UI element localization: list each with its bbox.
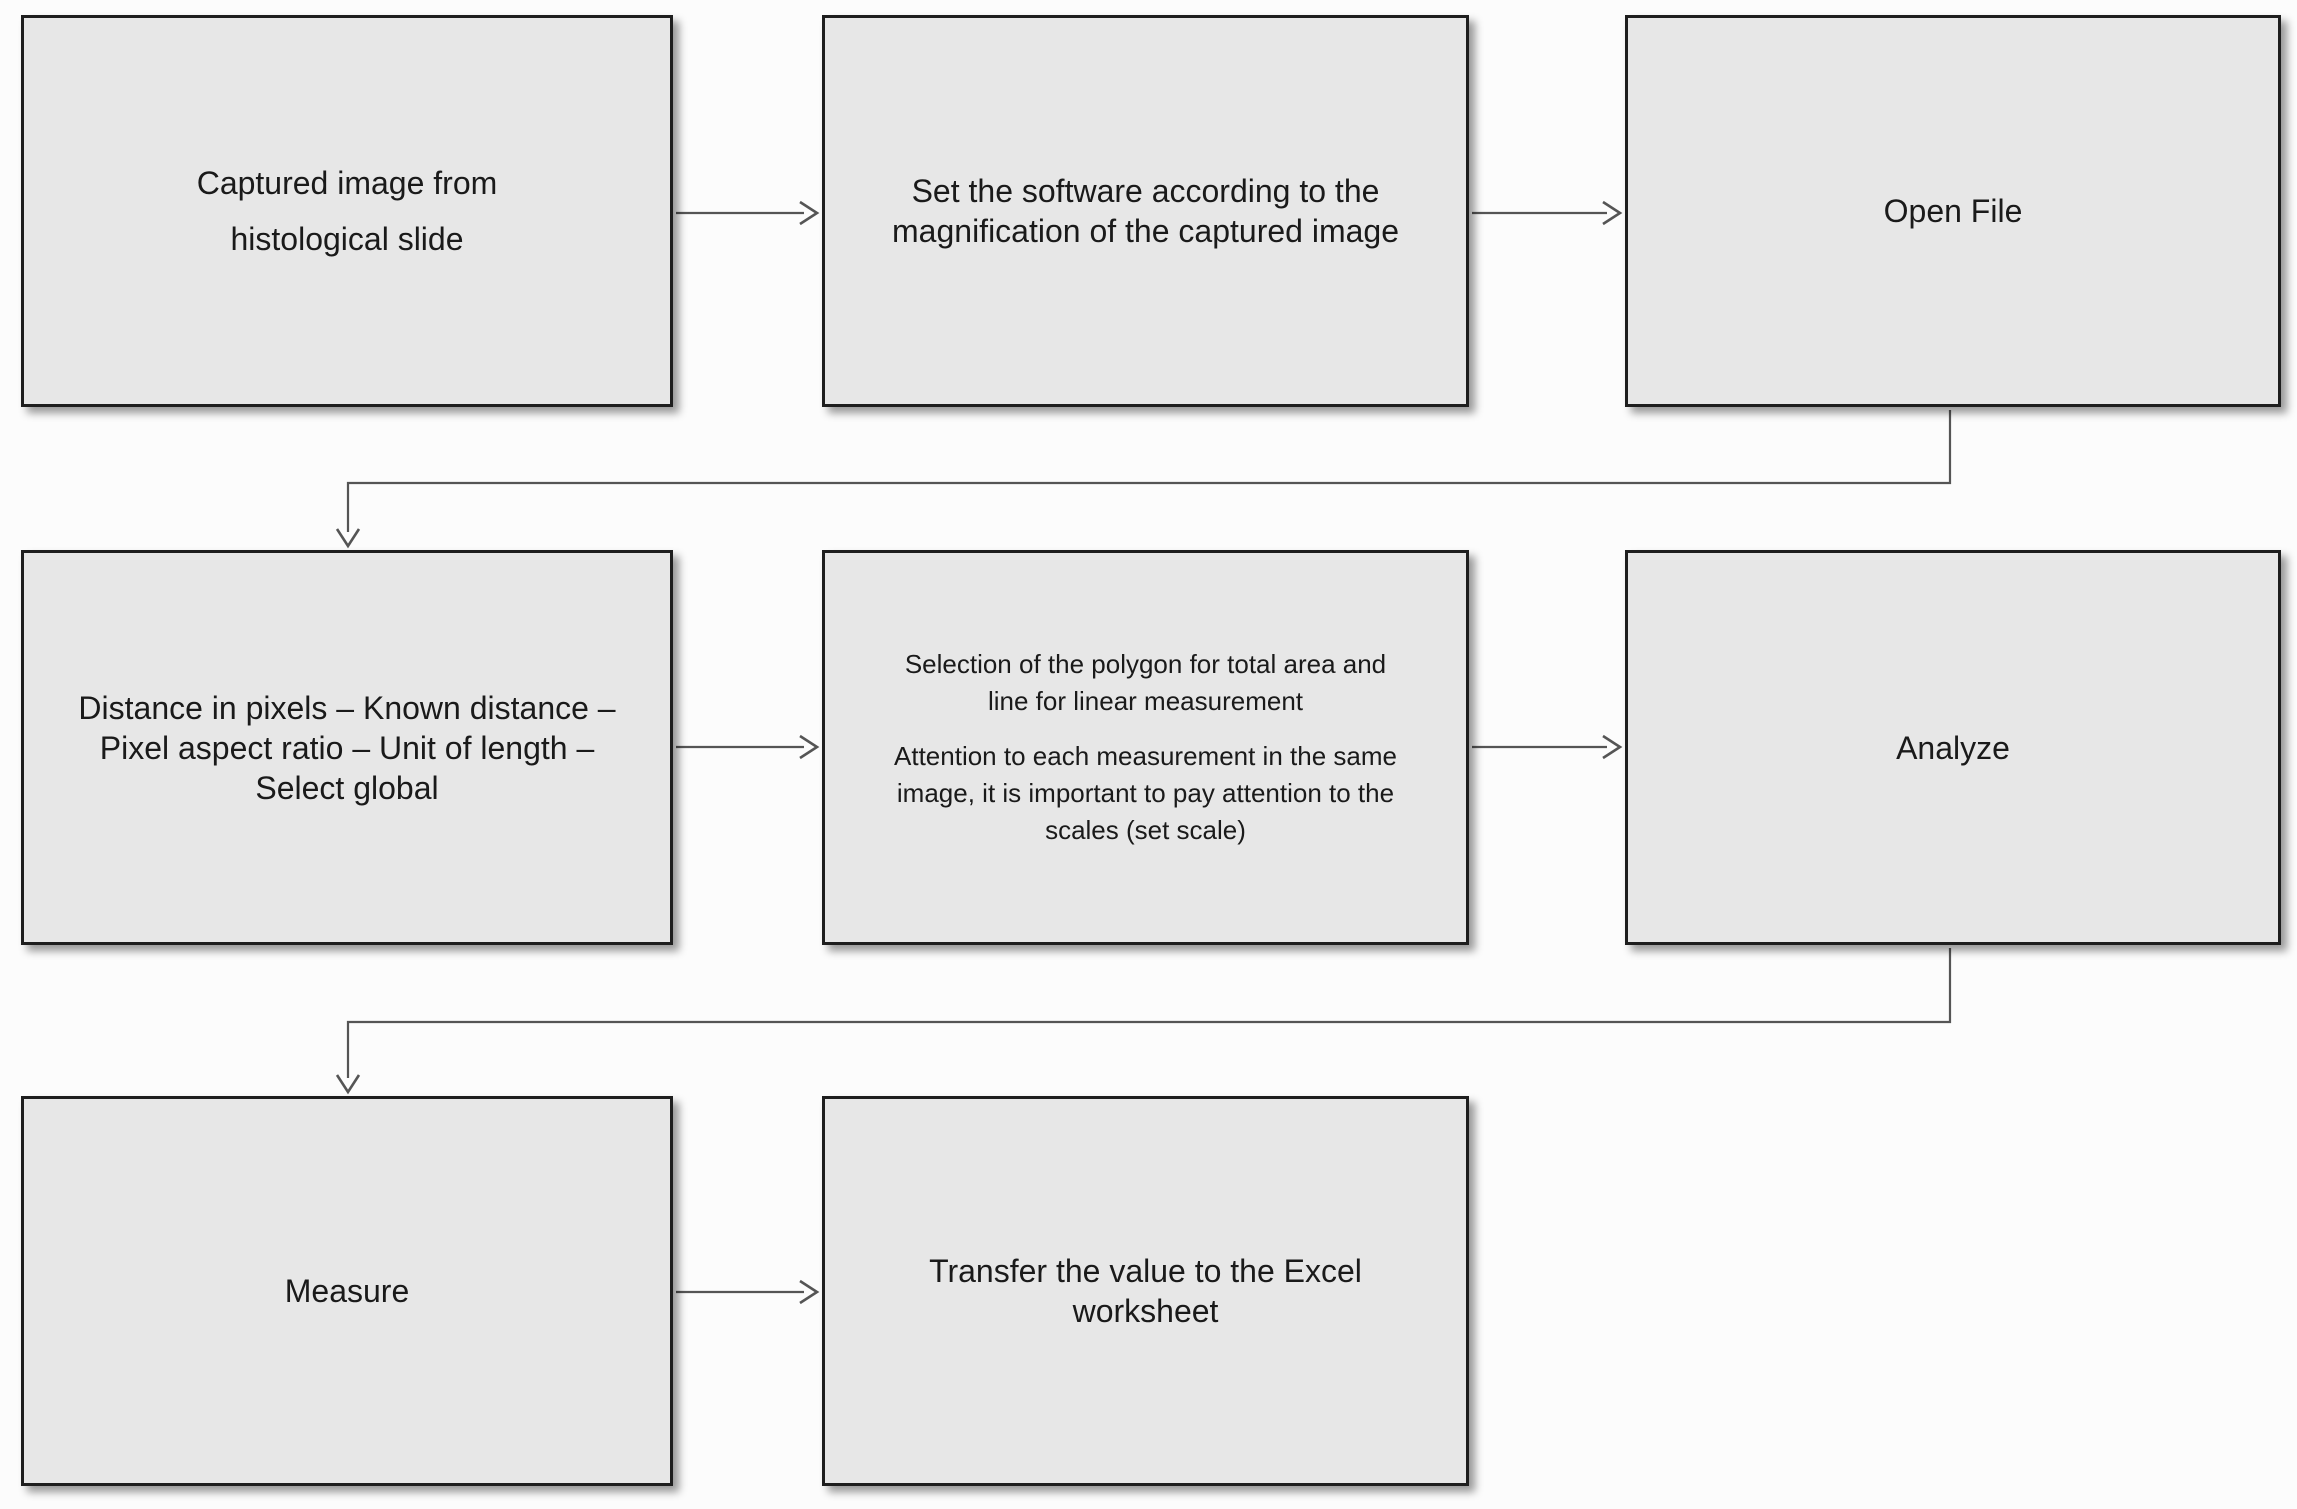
flow-box-transfer-text: Transfer the value to the Excel workshee…: [919, 1251, 1372, 1331]
arrowhead-captured-to-set-software: [799, 200, 820, 226]
arrowhead-selection-to-analyze: [1602, 734, 1623, 760]
flow-box-transfer: Transfer the value to the Excel workshee…: [822, 1096, 1469, 1486]
flow-box-line: Selection of the polygon for total area …: [904, 649, 1387, 679]
flow-box-measure-text: Measure: [275, 1271, 420, 1311]
flow-box-line: histological slide: [230, 221, 464, 257]
flow-box-selection-paragraph-1: Selection of the polygon for total area …: [894, 646, 1397, 720]
flow-box-selection: Selection of the polygon for total area …: [822, 550, 1469, 945]
flow-box-scale-parameters-text: Distance in pixels – Known distance – Pi…: [68, 688, 625, 808]
flow-box-open-file-text: Open File: [1874, 191, 2033, 231]
flow-box-selection-text: Selection of the polygon for total area …: [884, 646, 1407, 849]
flow-box-line: Analyze: [1896, 729, 2010, 766]
flow-box-scale-parameters: Distance in pixels – Known distance – Pi…: [21, 550, 673, 945]
flow-box-captured-image: Captured image from histological slide: [21, 15, 673, 407]
flow-box-line: magnification of the captured image: [892, 213, 1399, 249]
flow-box-line: worksheet: [1072, 1293, 1219, 1329]
arrowhead-scale-parameters-to-selection: [799, 734, 820, 760]
flow-box-line: Transfer the value to the Excel: [929, 1253, 1362, 1289]
flow-box-captured-image-text: Captured image from histological slide: [187, 163, 508, 259]
arrowhead-open-file-to-scale-parameters: [335, 528, 361, 549]
elbow-analyze-to-measure: [346, 948, 1952, 1078]
flow-box-measure: Measure: [21, 1096, 673, 1486]
arrowhead-analyze-to-measure: [335, 1074, 361, 1095]
flow-box-analyze-text: Analyze: [1886, 728, 2020, 768]
flow-box-line: Measure: [284, 1273, 410, 1309]
flow-box-set-software: Set the software according to the magnif…: [822, 15, 1469, 407]
flow-box-line: Distance in pixels – Known distance –: [78, 689, 616, 726]
flow-box-line: scales (set scale): [1045, 815, 1246, 845]
flow-box-line: Pixel aspect ratio – Unit of length –: [99, 729, 595, 766]
flow-box-line: Captured image from: [196, 165, 498, 201]
flow-box-line: Open File: [1883, 193, 2023, 229]
arrowhead-measure-to-transfer: [799, 1279, 820, 1305]
flow-box-selection-paragraph-2: Attention to each measurement in the sam…: [894, 738, 1397, 849]
flow-box-line: image, it is important to pay attention …: [896, 778, 1395, 808]
flow-box-set-software-text: Set the software according to the magnif…: [882, 171, 1409, 251]
flow-box-open-file: Open File: [1625, 15, 2281, 407]
flow-box-line: line for linear measurement: [987, 686, 1304, 716]
flow-box-line: Attention to each measurement in the sam…: [894, 741, 1397, 771]
flow-box-line: Select global: [255, 769, 439, 806]
elbow-open-file-to-scale-parameters: [346, 410, 1952, 532]
flow-box-line: Set the software according to the: [911, 173, 1380, 209]
arrowhead-set-software-to-open-file: [1602, 200, 1623, 226]
flow-box-analyze: Analyze: [1625, 550, 2281, 945]
